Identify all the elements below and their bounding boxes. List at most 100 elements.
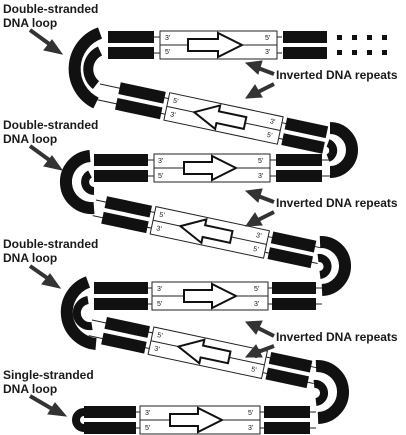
callout-loop-3-line-1: Double-stranded: [3, 237, 98, 251]
pointer-arrowhead-repeats-3: [244, 320, 263, 335]
row-3-duplex: 3' 5' 5' 3': [94, 153, 330, 183]
row-4-left-block-top: [104, 196, 153, 218]
row-6-right-block-bottom: [265, 367, 310, 389]
row-6-arrow: [176, 338, 232, 366]
row-6-left-block-bottom: [101, 332, 147, 354]
row-1-arrow: [187, 31, 245, 59]
pointer-arrow-repeats-3b: [257, 344, 275, 354]
row-2-arrow: [192, 104, 248, 131]
pointer-arrowhead-repeats-1b: [245, 84, 263, 99]
row-2-label-5prime-left: 5': [172, 98, 179, 106]
row-4-label-5prime-left: 5': [159, 212, 166, 220]
callout-loop-4-line-1: Single-stranded: [3, 368, 94, 382]
row-4-arrow: [178, 217, 234, 245]
row-6-duplex: 5' 3' 3' 5': [88, 317, 318, 389]
row-4-right-block-top: [270, 231, 317, 253]
row-7-label-3prime-left: 3': [145, 410, 150, 417]
row-3-label-5prime-right: 5': [258, 158, 263, 165]
row-4-left-block-bottom: [101, 211, 149, 234]
loop-4: [317, 236, 351, 296]
row-5-label-3prime-right: 3': [254, 301, 259, 308]
row-4-right-block-bottom: [267, 247, 314, 269]
row-4-label-3prime-left: 3': [156, 225, 163, 233]
callout-loop-1-line-1: Double-stranded: [3, 2, 98, 16]
row-5-left-block-bottom: [94, 298, 148, 310]
callout-loop-3-line-2: DNA loop: [3, 251, 57, 265]
pointer-arrowhead-loop-2: [43, 155, 64, 171]
row-5-label-5prime-left: 5': [157, 301, 162, 308]
pointer-arrow-loop-1: [28, 28, 54, 48]
row-6-right-block-top: [268, 351, 313, 373]
row-7-left-block-top: [84, 406, 136, 418]
pointer-arrowhead-loop-3: [41, 273, 62, 289]
row-7-right-block-top: [264, 406, 310, 418]
row-1-left-block-bottom: [108, 47, 154, 59]
row-7-left-block-bottom: [84, 422, 136, 434]
row-2-label-3prime-left: 3': [169, 111, 176, 119]
row-6-label-5prime-right: 5': [250, 366, 257, 374]
row-3-label-3prime-left: 3': [158, 158, 163, 165]
callout-loop-2-line-1: Double-stranded: [3, 118, 98, 132]
row-2-right-block-top: [284, 117, 329, 139]
row-3-arrow: [183, 154, 239, 182]
row-2-left-block-top: [118, 82, 166, 104]
row-1-continuation-dots: [337, 35, 387, 55]
row-5-label-5prime-right: 5': [254, 286, 259, 293]
row-1-label-3prime-left: 3': [165, 35, 170, 42]
row-5-duplex: 3' 5' 5' 3': [94, 281, 322, 311]
loop-6: [313, 360, 349, 424]
row-1-label-3prime-right: 3': [265, 49, 270, 56]
row-7-label-3prime-right: 3': [248, 425, 253, 432]
loop-3: [60, 150, 95, 215]
loop-7-single-stranded: [72, 408, 85, 432]
loop-5: [60, 276, 97, 350]
callout-loop-4-line-2: DNA loop: [3, 382, 57, 396]
pointer-arrowhead-repeats-2: [244, 188, 263, 203]
callout-repeats-1: Inverted DNA repeats: [276, 68, 398, 82]
row-7-duplex: 3' 5' 5' 3': [80, 405, 316, 435]
pointer-arrow-loop-4: [28, 394, 56, 412]
pointer-arrow-repeats-1b: [257, 82, 275, 94]
row-7-label-5prime-right: 5': [248, 410, 253, 417]
row-1-duplex: 3' 5' 5' 3': [108, 30, 387, 60]
row-1-right-block-top: [283, 31, 327, 43]
callout-loop-1-line-2: DNA loop: [3, 16, 57, 30]
row-1-label-5prime-right: 5': [265, 35, 270, 42]
row-6-label-3prime-left: 3': [154, 346, 161, 354]
row-6-label-5prime-left: 5': [156, 332, 163, 340]
row-1-left-block-top: [108, 31, 154, 43]
pointer-arrow-loop-2: [28, 144, 54, 164]
row-3-left-block-top: [94, 154, 148, 166]
row-3-left-block-bottom: [94, 170, 148, 182]
pointer-arrowhead-repeats-3b: [244, 344, 263, 358]
row-3-label-5prime-left: 5': [158, 173, 163, 180]
row-3-right-block-top: [276, 154, 322, 166]
row-3-label-3prime-right: 3': [258, 173, 263, 180]
row-1-right-block-bottom: [283, 47, 327, 59]
row-4-duplex: 5' 3' 3' 5': [92, 196, 322, 269]
pointer-arrow-repeats-1: [257, 66, 275, 76]
loop-1: [68, 27, 103, 109]
row-4-label-5prime-right: 5': [252, 246, 259, 254]
row-7-arrow: [169, 406, 225, 434]
row-5-right-block-bottom: [272, 298, 316, 310]
row-2-label-5prime-right: 5': [266, 132, 273, 140]
callout-repeats-2: Inverted DNA repeats: [276, 196, 398, 210]
row-7-label-5prime-left: 5': [145, 425, 150, 432]
pointer-arrowhead-loop-4: [47, 402, 68, 417]
pointer-arrows: [28, 28, 275, 417]
loop-2: [326, 122, 358, 178]
row-2-right-block-bottom: [281, 133, 325, 154]
pointer-arrowhead-repeats-2b: [245, 212, 263, 227]
row-1-label-5prime-left: 5': [165, 49, 170, 56]
pointer-arrow-repeats-2b: [257, 210, 275, 222]
pointer-arrowhead-loop-1: [43, 39, 64, 55]
row-5-right-block-top: [272, 282, 316, 294]
row-4-label-3prime-right: 3': [255, 232, 262, 240]
row-2-left-block-bottom: [114, 97, 163, 120]
row-5-left-block-top: [94, 282, 148, 294]
row-6-left-block-top: [104, 317, 150, 338]
callout-repeats-3: Inverted DNA repeats: [276, 330, 398, 344]
callout-loop-2-line-2: DNA loop: [3, 132, 57, 146]
